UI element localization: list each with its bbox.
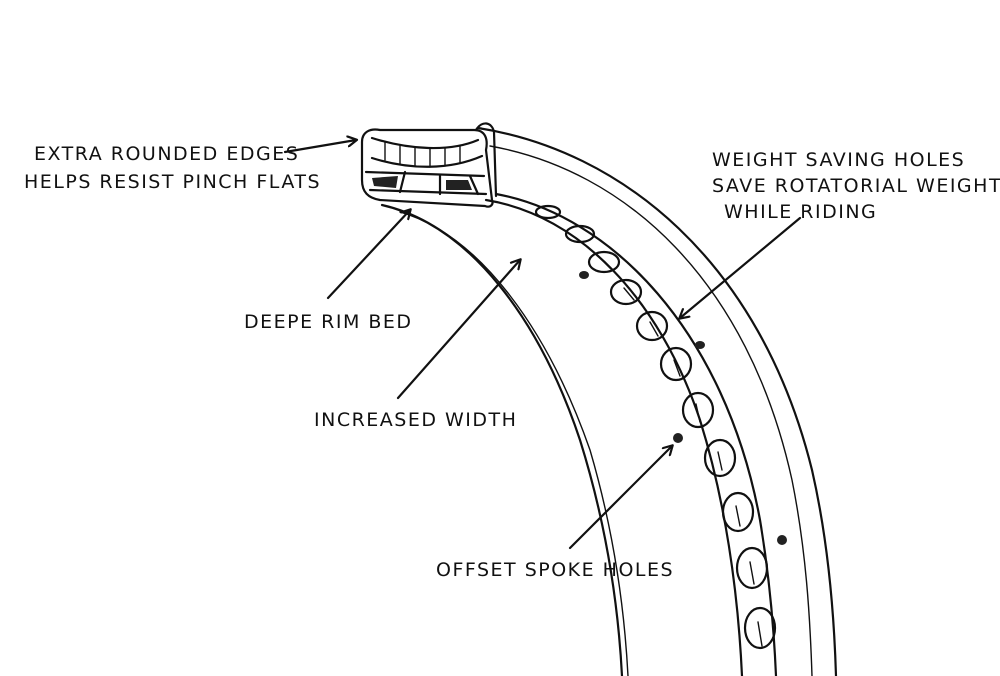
arrow-spoke-holes	[568, 446, 672, 550]
label-increased-width: INCREASED WIDTH	[314, 409, 517, 431]
weight-hole	[564, 224, 596, 244]
spoke-hole	[777, 535, 787, 545]
spoke-hole	[695, 341, 705, 349]
spoke-holes	[579, 271, 787, 545]
weight-hole	[635, 310, 669, 342]
rim-inner-edge	[380, 203, 624, 676]
weight-hole	[681, 391, 715, 429]
arrow-rim-bed	[326, 210, 410, 300]
label-weight-holes-line3: WHILE RIDING	[724, 201, 877, 223]
weight-saving-holes	[534, 204, 777, 650]
arrow-increased-width	[396, 260, 520, 400]
weight-hole	[721, 491, 755, 533]
rim-outer-edge-inner-line	[489, 145, 813, 676]
label-rounded-edges-line1: EXTRA ROUNDED EDGES	[34, 143, 299, 165]
label-weight-holes-line2: SAVE ROTATORIAL WEIGHT	[712, 175, 1000, 197]
label-rim-bed: DEEPE RIM BED	[244, 311, 413, 333]
arrow-rounded-edges	[283, 140, 356, 154]
rim-cross-section	[360, 122, 498, 208]
weight-hole	[743, 606, 777, 650]
rim-sidewall-line	[494, 192, 778, 676]
spoke-hole	[579, 271, 589, 279]
rim-channel-edge	[484, 198, 744, 676]
weight-hole	[659, 346, 693, 382]
label-weight-holes-line1: WEIGHT SAVING HOLES	[712, 149, 965, 171]
arrow-weight-holes	[680, 216, 802, 318]
callout-labels: EXTRA ROUNDED EDGES HELPS RESIST PINCH F…	[24, 143, 1000, 581]
weight-hole	[587, 250, 621, 274]
label-spoke-holes: OFFSET SPOKE HOLES	[436, 559, 674, 581]
weight-hole	[534, 204, 562, 220]
rim-outer-edge	[476, 126, 838, 676]
weight-hole	[735, 546, 769, 590]
callout-arrows	[283, 140, 802, 550]
rim-inner-edge-shadow	[399, 211, 629, 676]
spoke-hole	[673, 433, 683, 443]
weight-hole	[703, 438, 737, 478]
label-rounded-edges-line2: HELPS RESIST PINCH FLATS	[24, 171, 321, 193]
weight-hole	[609, 278, 643, 306]
